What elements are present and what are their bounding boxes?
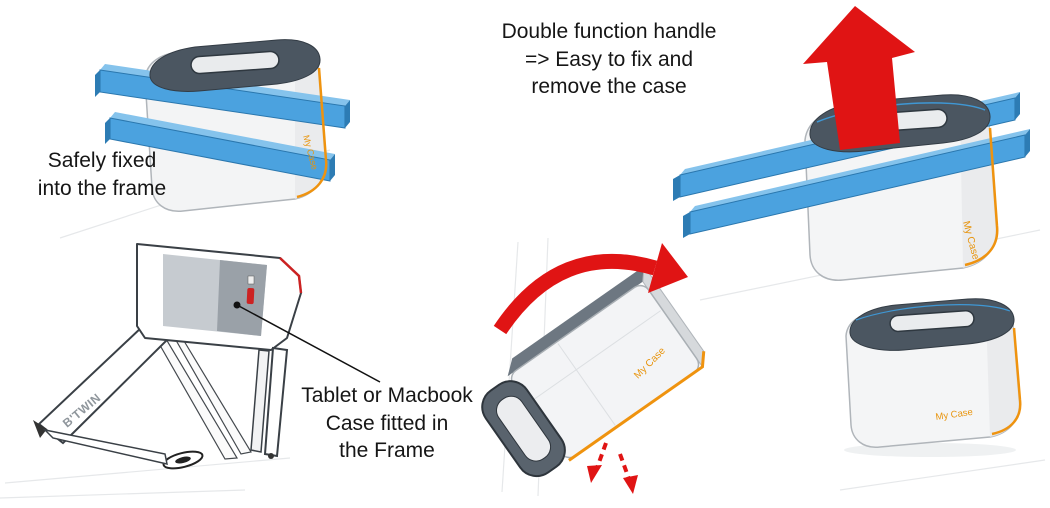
annotation-tablet-case: Tablet or Macbook Case fitted in the Fra…	[286, 382, 488, 465]
pointer-line	[236, 304, 381, 383]
construction-line	[501, 241, 519, 493]
case-side-shade	[986, 312, 1020, 437]
chain-stay	[42, 428, 168, 465]
sketch-case-fixed-in-frame: My Case	[95, 39, 350, 212]
rotation-arrow-shaft	[493, 253, 658, 335]
case-panel-line	[528, 310, 661, 404]
seat-stay-tube	[151, 332, 239, 460]
frame-bar-top-face	[110, 112, 335, 160]
frame-bar-end-cap	[683, 212, 690, 238]
frame-bar-end-cap	[1025, 129, 1030, 157]
case-top-blue-line	[855, 304, 1011, 321]
frame-bar-end-cap	[95, 70, 100, 97]
frame-bar-lower	[683, 129, 1030, 238]
annotation-double-function-handle: Double function handle => Easy to fix an…	[485, 18, 733, 101]
annotation-line: into the frame	[37, 176, 167, 200]
dropout	[33, 420, 47, 438]
construction-line	[0, 489, 246, 499]
small-arrow-shaft	[595, 442, 608, 469]
crank-hub	[175, 456, 191, 464]
frame-bar-end-cap	[105, 118, 110, 144]
sketch-case-removal: My Case	[673, 6, 1030, 281]
small-arrow-head	[623, 475, 638, 494]
case-panel-line	[557, 343, 616, 426]
frame-bar-end-cap	[1015, 92, 1020, 120]
frame-bar-end-cap	[673, 175, 680, 201]
frame-bar-end-cap	[345, 100, 350, 128]
case-brand-label: My Case	[935, 407, 974, 423]
annotation-line: the Frame	[339, 439, 435, 463]
rotation-arrow-head	[648, 243, 688, 293]
case-handle	[190, 50, 280, 75]
construction-line	[839, 459, 1046, 491]
annotation-line: Double function handle	[501, 20, 717, 43]
case-latch-button	[247, 275, 255, 285]
sketch-bike-frame: B'TWIN	[33, 243, 303, 470]
remove-up-arrow-icon	[803, 6, 915, 150]
chainring	[162, 450, 204, 470]
case-orange-trim	[568, 351, 706, 462]
head-tube-red-accent	[279, 257, 303, 294]
annotation-line: remove the case	[531, 75, 687, 99]
case-top-face	[507, 266, 645, 377]
fork-blade-rear	[250, 349, 270, 453]
case-top-blue-line	[816, 102, 986, 123]
annotation-line: Case fitted in	[325, 411, 449, 435]
case-orange-trim	[296, 67, 328, 199]
annotation-pointer	[233, 301, 381, 383]
annotation-line: => Easy to fix and	[524, 47, 694, 71]
pointer-dot	[233, 301, 241, 309]
mount-handle-cutout	[496, 395, 552, 462]
annotation-safely-fixed: Safely fixed into the frame	[12, 147, 192, 202]
case-orange-trim	[991, 327, 1022, 436]
case-handle	[889, 309, 975, 333]
small-arrow-shaft	[618, 453, 631, 480]
case-orange-trim	[964, 127, 999, 267]
frame-bar-end-cap	[330, 154, 335, 181]
frame-bar-lower	[105, 112, 335, 182]
sketch-case-tilted: My Case	[481, 243, 706, 494]
frame-bar-top-face	[690, 129, 1030, 212]
case-panel-shade	[217, 260, 267, 336]
sketch-case-standalone: My Case	[844, 298, 1022, 457]
annotation-line: Tablet or Macbook	[301, 384, 473, 407]
down-tube	[37, 324, 169, 445]
fork-dropout	[268, 453, 274, 459]
tilted-case: My Case	[481, 264, 706, 478]
rotation-arrow-icon	[493, 243, 688, 335]
small-arrow-head	[587, 465, 602, 483]
annotation-line: Safely fixed	[47, 149, 157, 172]
case-latch	[246, 287, 255, 305]
construction-line	[4, 457, 291, 484]
fork-blade-front	[263, 346, 289, 458]
small-red-arrows	[587, 442, 638, 494]
